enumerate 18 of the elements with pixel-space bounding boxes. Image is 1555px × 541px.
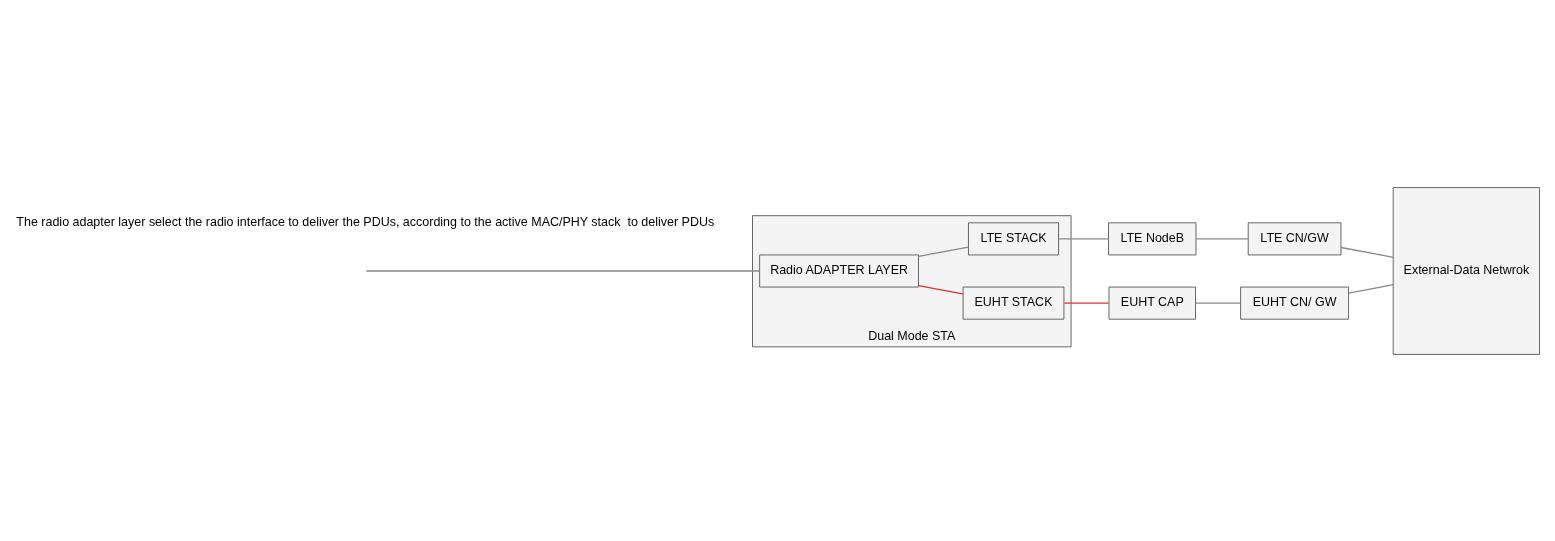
connector [1195, 301, 1242, 304]
node-box: LTE NodeB [1108, 221, 1197, 255]
connector [1348, 283, 1394, 294]
connector [1195, 237, 1249, 240]
connector [1063, 301, 1110, 304]
label: The radio adapter layer select the radio interface to deliver the PDUs, according to the active MAC/PHY stack to deliver PDUs [16, 214, 715, 229]
node-box: LTE STACK [968, 221, 1060, 255]
connector [1058, 237, 1110, 240]
node-box: EUHT STACK [962, 286, 1065, 320]
node-box: Radio ADAPTER LAYER [759, 254, 919, 287]
node-box: External-Data Netwrok [1392, 186, 1540, 355]
connector [365, 269, 761, 272]
node-box: LTE CN/GW [1247, 221, 1342, 255]
connector [918, 284, 964, 295]
connector [918, 245, 970, 257]
node-box: EUHT CN/ GW [1240, 286, 1350, 320]
connector [1340, 246, 1394, 258]
node-box: EUHT CAP [1108, 286, 1196, 320]
